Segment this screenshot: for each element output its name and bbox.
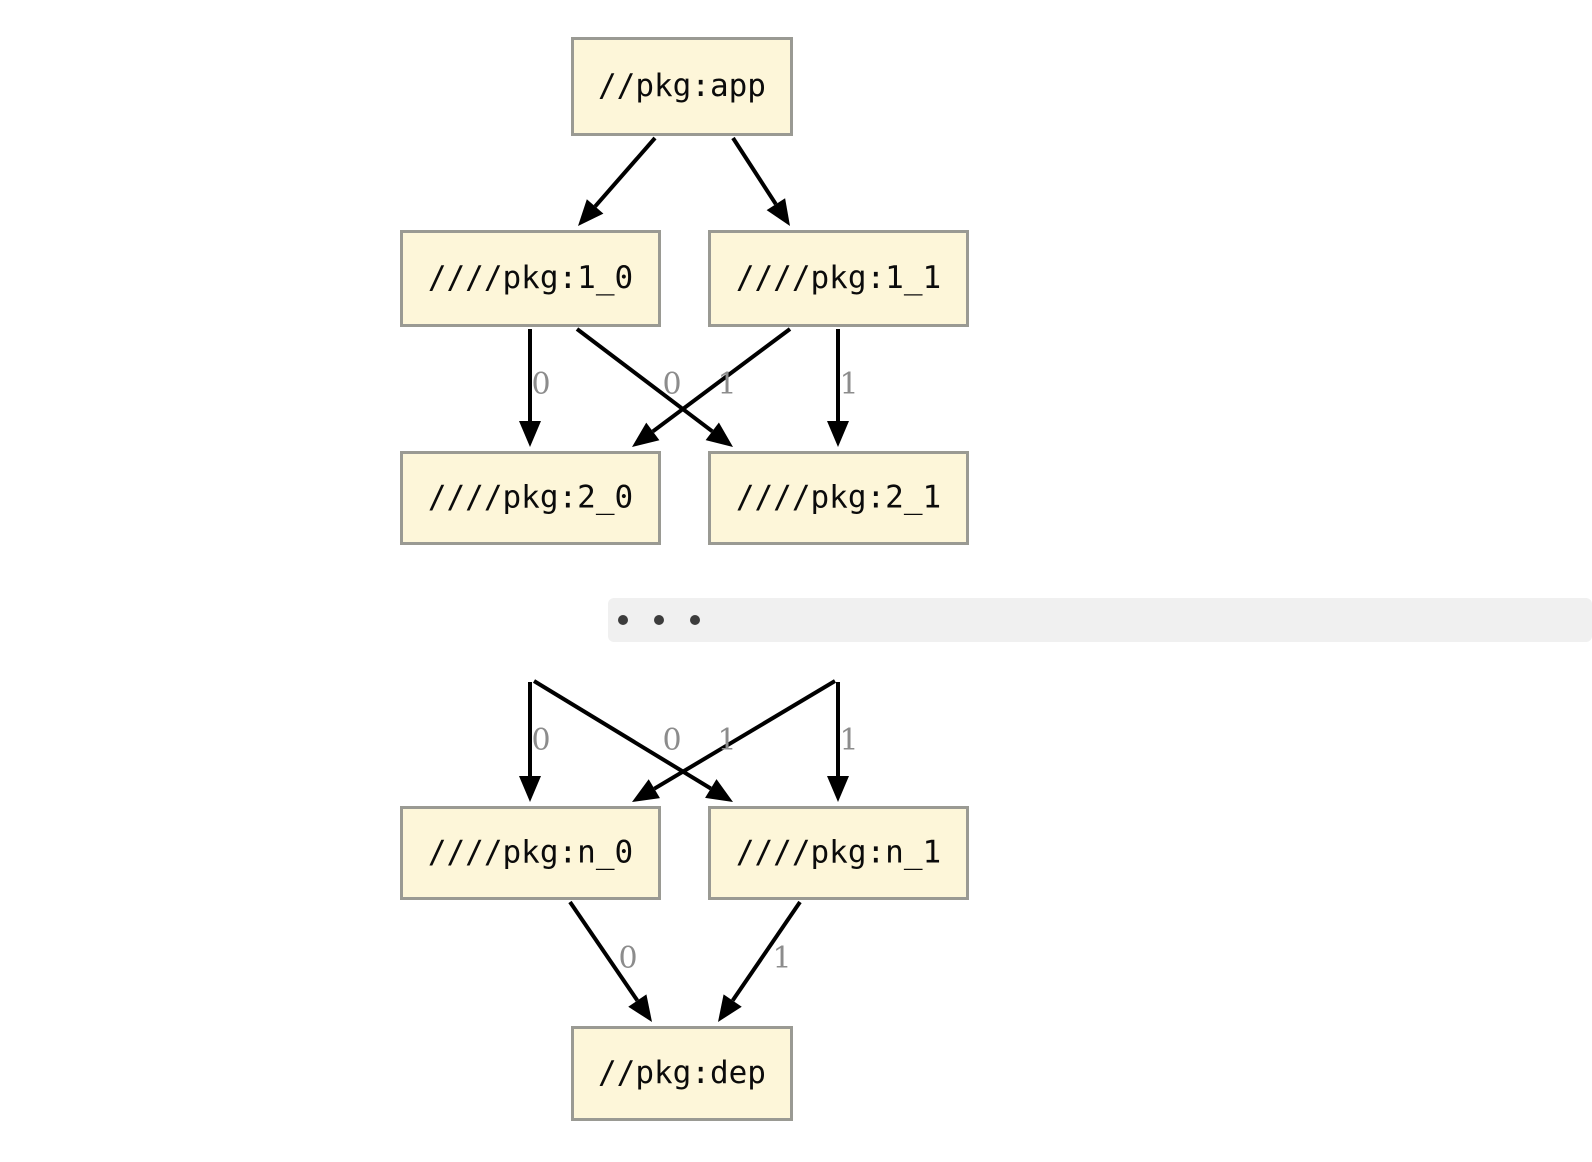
graph-edge bbox=[578, 136, 657, 226]
node-box[interactable] bbox=[571, 37, 793, 136]
edge-arrowhead bbox=[578, 199, 604, 226]
graph-node-n2_1[interactable]: ////pkg:2_1 bbox=[708, 451, 969, 545]
ellipsis-dot bbox=[654, 615, 664, 625]
node-label: ////pkg:2_1 bbox=[736, 480, 941, 516]
node-box[interactable] bbox=[400, 451, 661, 545]
graph-edge bbox=[632, 327, 792, 447]
node-label: //pkg:dep bbox=[598, 1055, 766, 1091]
node-label: ////pkg:n_1 bbox=[736, 835, 941, 871]
graph-node-dep[interactable]: //pkg:dep bbox=[571, 1026, 793, 1121]
node-box[interactable] bbox=[708, 230, 969, 327]
graph-node-n2_0[interactable]: ////pkg:2_0 bbox=[400, 451, 661, 545]
edge-shaft bbox=[651, 327, 792, 434]
edge-shaft bbox=[731, 136, 778, 206]
graph-edge bbox=[575, 327, 733, 447]
edges-layer bbox=[519, 136, 849, 1022]
graph-edge bbox=[519, 682, 541, 802]
edge-label: 0 bbox=[531, 723, 550, 758]
node-label: ////pkg:2_0 bbox=[428, 480, 633, 516]
node-box[interactable] bbox=[708, 451, 969, 545]
edge-arrowhead bbox=[519, 421, 541, 447]
ellipsis-band bbox=[608, 598, 1592, 642]
graph-node-app[interactable]: //pkg:app bbox=[571, 37, 793, 136]
ellipsis-dot bbox=[618, 615, 628, 625]
graph-node-n1_1[interactable]: ////pkg:1_1 bbox=[708, 230, 969, 327]
edge-shaft bbox=[653, 679, 837, 791]
graph-edge bbox=[568, 900, 652, 1022]
node-label: //pkg:app bbox=[598, 68, 766, 104]
node-label: ////pkg:1_0 bbox=[428, 260, 633, 296]
graph-edge bbox=[532, 679, 733, 802]
edge-label: 1 bbox=[839, 723, 858, 758]
edge-label: 0 bbox=[662, 723, 681, 758]
edge-label: 1 bbox=[717, 723, 736, 758]
edge-shaft bbox=[593, 136, 657, 208]
edge-arrowhead bbox=[628, 994, 652, 1022]
edge-label: 0 bbox=[531, 367, 550, 402]
edge-label: 0 bbox=[618, 941, 637, 976]
edge-shaft bbox=[731, 900, 802, 1002]
edge-shaft bbox=[575, 327, 714, 433]
edge-arrowhead bbox=[705, 422, 733, 447]
edge-arrowhead bbox=[827, 421, 849, 447]
edge-arrowhead bbox=[827, 776, 849, 802]
edge-arrowhead bbox=[632, 422, 660, 447]
edge-shaft bbox=[568, 900, 639, 1002]
ellipsis-separator bbox=[608, 598, 1592, 642]
graph-edge bbox=[632, 679, 837, 802]
edge-arrowhead bbox=[519, 776, 541, 802]
edge-label: 0 bbox=[662, 367, 681, 402]
edge-label: 1 bbox=[717, 367, 736, 402]
graph-edge bbox=[827, 329, 849, 447]
node-box[interactable] bbox=[400, 230, 661, 327]
graph-edge bbox=[519, 329, 541, 447]
edge-label: 1 bbox=[839, 367, 858, 402]
graph-edge bbox=[731, 136, 790, 226]
graph-edge bbox=[827, 682, 849, 802]
graph-node-n1_0[interactable]: ////pkg:1_0 bbox=[400, 230, 661, 327]
edge-arrowhead bbox=[718, 994, 742, 1022]
node-box[interactable] bbox=[400, 806, 661, 900]
node-label: ////pkg:1_1 bbox=[736, 260, 941, 296]
graph-node-nn_0[interactable]: ////pkg:n_0 bbox=[400, 806, 661, 900]
edge-arrowhead bbox=[766, 198, 790, 226]
ellipsis-dot bbox=[690, 615, 700, 625]
edge-arrowhead bbox=[705, 779, 733, 802]
graph-edge bbox=[718, 900, 802, 1022]
node-box[interactable] bbox=[571, 1026, 793, 1121]
nodes-layer: //pkg:app ////pkg:1_0 ////pkg:1_1 ////pkg:2… bbox=[400, 37, 969, 1121]
edge-label: 1 bbox=[772, 941, 791, 976]
graph-node-nn_1[interactable]: ////pkg:n_1 bbox=[708, 806, 969, 900]
node-box[interactable] bbox=[708, 806, 969, 900]
edge-labels-layer: 0 0 1 1 0 0 1 1 0 1 bbox=[531, 367, 858, 976]
edge-arrowhead bbox=[632, 779, 660, 802]
node-label: ////pkg:n_0 bbox=[428, 835, 633, 871]
